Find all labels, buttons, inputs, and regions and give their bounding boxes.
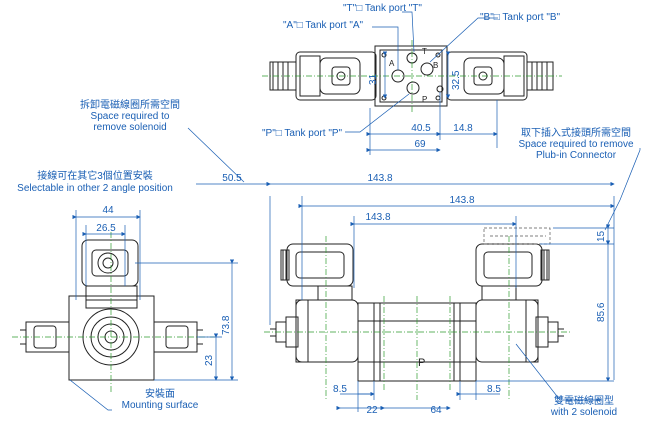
dim-143-8-top: 143.8: [367, 173, 393, 184]
dim-143-8-low: 143.8: [365, 212, 391, 223]
body-port-p-label: P: [418, 357, 426, 369]
port-p-marker: P: [422, 95, 428, 104]
dim-26-5: 26.5: [96, 223, 116, 234]
remove-solenoid-en1: Space required to: [90, 111, 170, 122]
dim-44: 44: [102, 205, 114, 216]
remove-connector-zh: 取下插入式接頭所需空間: [521, 128, 631, 139]
mounting-surface-zh: 安裝面: [145, 389, 175, 400]
dim-23: 23: [204, 354, 215, 366]
dim-22: 22: [366, 405, 378, 416]
tank-port-p-label: "P"□ Tank port "P": [262, 128, 343, 139]
port-b-marker: B: [433, 61, 439, 70]
dim-8-5-right: 8.5: [487, 384, 501, 395]
double-solenoid-en: with 2 solenoid: [550, 407, 618, 418]
dim-32-5: 32.5: [451, 70, 462, 90]
dim-15: 15: [596, 230, 607, 242]
dim-31: 31: [368, 73, 379, 85]
dim-50-5: 50.5: [222, 173, 242, 184]
dim-143-8-mid: 143.8: [449, 195, 475, 206]
dim-69: 69: [414, 139, 426, 150]
dim-40-5: 40.5: [411, 123, 431, 134]
mounting-surface-en: Mounting surface: [121, 400, 199, 411]
dim-14-8: 14.8: [453, 123, 473, 134]
front-view: [270, 243, 564, 382]
tank-port-a-label: "A"□ Tank port "A": [283, 20, 364, 31]
angle-position-zh: 接線可在其它3個位置安裝: [37, 171, 153, 182]
top-view: [269, 45, 554, 107]
remove-connector-en1: Space required to remove: [518, 139, 634, 150]
dim-64: 64: [430, 405, 442, 416]
tank-port-b-label: "B"□ Tank port "B": [480, 12, 561, 23]
double-solenoid-zh: 雙電磁線圈型: [554, 396, 614, 407]
port-a-marker: A: [389, 59, 395, 68]
remove-connector-en2: Plub-in Connector: [535, 150, 617, 161]
angle-position-en: Selectable in other 2 angle position: [17, 183, 173, 194]
dim-8-5-left: 8.5: [333, 384, 347, 395]
side-view: [20, 239, 203, 381]
remove-solenoid-zh: 拆卸電磁線圈所需空間: [80, 100, 180, 111]
dim-85-6: 85.6: [596, 302, 607, 322]
tank-port-t-label: "T"□ Tank port "T": [343, 3, 422, 14]
dim-73-8: 73.8: [221, 315, 232, 335]
port-t-marker: T: [422, 47, 427, 56]
remove-solenoid-en2: remove solenoid: [93, 122, 167, 133]
